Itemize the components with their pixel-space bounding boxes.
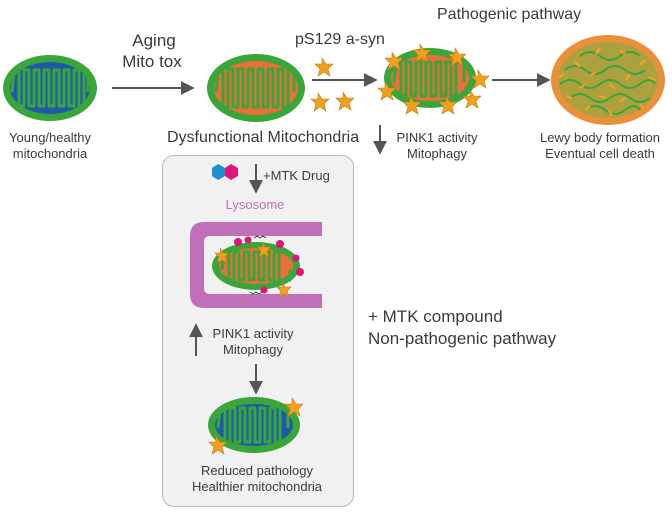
mtk-drug-label: +MTK Drug [263, 168, 330, 183]
aging-label: Aging [132, 31, 176, 50]
non-pathogenic-pathway-label: Non-pathogenic pathway [368, 329, 557, 348]
engulfed-mitochondrion-icon [212, 235, 304, 298]
lysosome-icon [190, 222, 322, 308]
dysfunctional-mitochondrion-icon [207, 54, 305, 122]
dysfunctional-mitochondria-label: Dysfunctional Mitochondria [167, 129, 360, 146]
reduced-pathology-label: Reduced pathology [200, 463, 314, 478]
cell-death-label: Eventual cell death [545, 146, 655, 161]
young-healthy-label: Young/healthy [9, 130, 91, 145]
mito-tox-label: Mito tox [122, 52, 182, 71]
pink1-activity-top-label: PINK1 activity [396, 130, 478, 145]
lewy-body-label: Lewy body formation [540, 130, 660, 145]
lysosome-label: Lysosome [225, 197, 285, 212]
mitochondria-label: mitochondria [12, 146, 88, 161]
pink1-activity-panel-label: PINK1 activity [212, 326, 294, 341]
mitophagy-top-label: Mitophagy [407, 146, 467, 161]
healthier-mitochondrion-icon [208, 397, 304, 455]
alpha-synuclein-icon [310, 57, 355, 112]
mtk-compound-label: + MTK compound [368, 307, 503, 326]
mitophagy-panel-label: Mitophagy [223, 342, 283, 357]
healthy-mitochondrion-icon [3, 55, 97, 121]
healthier-mitochondria-label: Healthier mitochondria [191, 479, 323, 494]
pathogenic-pathway-title: Pathogenic pathway [437, 6, 582, 23]
asyn-bound-mitochondrion-icon [377, 43, 490, 115]
lewy-body-icon [551, 35, 665, 125]
ps129-asyn-label: pS129 a-syn [295, 31, 385, 48]
mtk-drug-molecule-icon [212, 164, 238, 180]
